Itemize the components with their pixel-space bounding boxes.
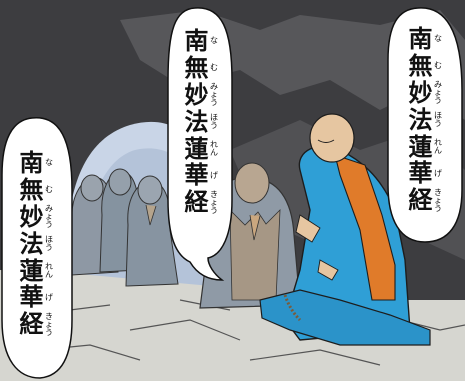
- kanji-glyph: 妙: [408, 78, 433, 107]
- bubble-right-char: 経きょう: [409, 187, 444, 214]
- furigana: げ: [45, 292, 53, 302]
- furigana: む: [45, 185, 53, 195]
- kanji-glyph: 無: [19, 175, 44, 204]
- bubble-left-shape: [1, 117, 73, 379]
- furigana: む: [210, 63, 218, 73]
- background-monk-3: [125, 175, 179, 287]
- kanji-glyph: 無: [408, 51, 433, 80]
- bubble-middle-column: 南な無む妙みょう法ほう蓮れん華げ経きょう: [185, 28, 220, 216]
- foreground-monk: [259, 113, 431, 346]
- bubble-middle-char: 法ほう: [184, 107, 220, 136]
- kanji-glyph: 蓮: [19, 256, 44, 285]
- furigana: ほう: [434, 111, 442, 129]
- kanji-glyph: 蓮: [184, 134, 209, 163]
- bubble-right-column: 南な無む妙みょう法ほう蓮れん華げ経きょう: [409, 26, 444, 214]
- kanji-glyph: 妙: [19, 202, 44, 231]
- bubble-right-shape: [387, 7, 463, 243]
- kanji-glyph: 蓮: [408, 132, 433, 161]
- bubble-right-char: 妙みょう: [408, 78, 444, 107]
- furigana: みょう: [434, 80, 442, 106]
- bubble-middle-char: 無む: [184, 53, 220, 82]
- bubble-middle-char: 華げ: [185, 162, 220, 189]
- furigana: な: [210, 36, 218, 46]
- bubble-middle-char: 経きょう: [185, 189, 220, 216]
- bubble-left-char: 無む: [19, 175, 55, 204]
- bubble-right-char: 蓮れん: [408, 132, 444, 161]
- furigana: む: [434, 61, 442, 71]
- bubble-right-char: 無む: [408, 51, 444, 80]
- kanji-glyph: 南: [184, 27, 209, 55]
- bubble-middle-char: 蓮れん: [184, 134, 220, 163]
- kanji-glyph: 経: [184, 188, 209, 217]
- furigana: れん: [434, 137, 442, 155]
- bubble-right-char: 華げ: [409, 160, 444, 187]
- furigana: みょう: [210, 82, 218, 108]
- speech-bubble-right: 南な無む妙みょう法ほう蓮れん華げ経きょう: [396, 26, 456, 231]
- kanji-glyph: 法: [408, 105, 433, 134]
- kanji-glyph: 経: [19, 310, 44, 339]
- furigana: げ: [434, 168, 442, 178]
- bubble-middle-shape: [167, 7, 233, 281]
- furigana: な: [45, 158, 53, 168]
- kanji-glyph: 南: [408, 25, 433, 53]
- bubble-left-char: 南な: [20, 150, 55, 177]
- bubble-left-char: 華げ: [20, 284, 55, 311]
- bubble-left-char: 蓮れん: [19, 256, 55, 285]
- speech-bubble-left: 南な無む妙みょう法ほう蓮れん華げ経きょう: [6, 150, 68, 370]
- kanji-glyph: 法: [184, 107, 209, 136]
- speech-bubble-middle: 南な無む妙みょう法ほう蓮れん華げ経きょう: [172, 28, 232, 258]
- kanji-glyph: 華: [184, 161, 209, 190]
- furigana: れん: [45, 261, 53, 279]
- bubble-right-char: 法ほう: [408, 105, 444, 134]
- furigana: きょう: [210, 189, 218, 215]
- furigana: きょう: [434, 187, 442, 213]
- furigana: な: [434, 34, 442, 44]
- kanji-glyph: 妙: [184, 80, 209, 109]
- kanji-glyph: 無: [184, 53, 209, 82]
- bubble-left-char: 妙みょう: [19, 202, 55, 231]
- furigana: みょう: [45, 204, 53, 230]
- furigana: げ: [210, 170, 218, 180]
- bubble-left-column: 南な無む妙みょう法ほう蓮れん華げ経きょう: [20, 150, 55, 338]
- furigana: ほう: [210, 113, 218, 131]
- kanji-glyph: 経: [408, 186, 433, 215]
- furigana: ほう: [45, 235, 53, 253]
- bubble-left-char: 経きょう: [20, 311, 55, 338]
- kanji-glyph: 華: [19, 283, 44, 312]
- kanji-glyph: 法: [19, 229, 44, 258]
- bubble-left-char: 法ほう: [19, 229, 55, 258]
- furigana: きょう: [45, 311, 53, 337]
- bubble-middle-char: 妙みょう: [184, 80, 220, 109]
- bubble-right-char: 南な: [409, 26, 444, 53]
- bubble-middle-char: 南な: [185, 28, 220, 55]
- kanji-glyph: 華: [408, 159, 433, 188]
- kanji-glyph: 南: [19, 149, 44, 177]
- furigana: れん: [210, 139, 218, 157]
